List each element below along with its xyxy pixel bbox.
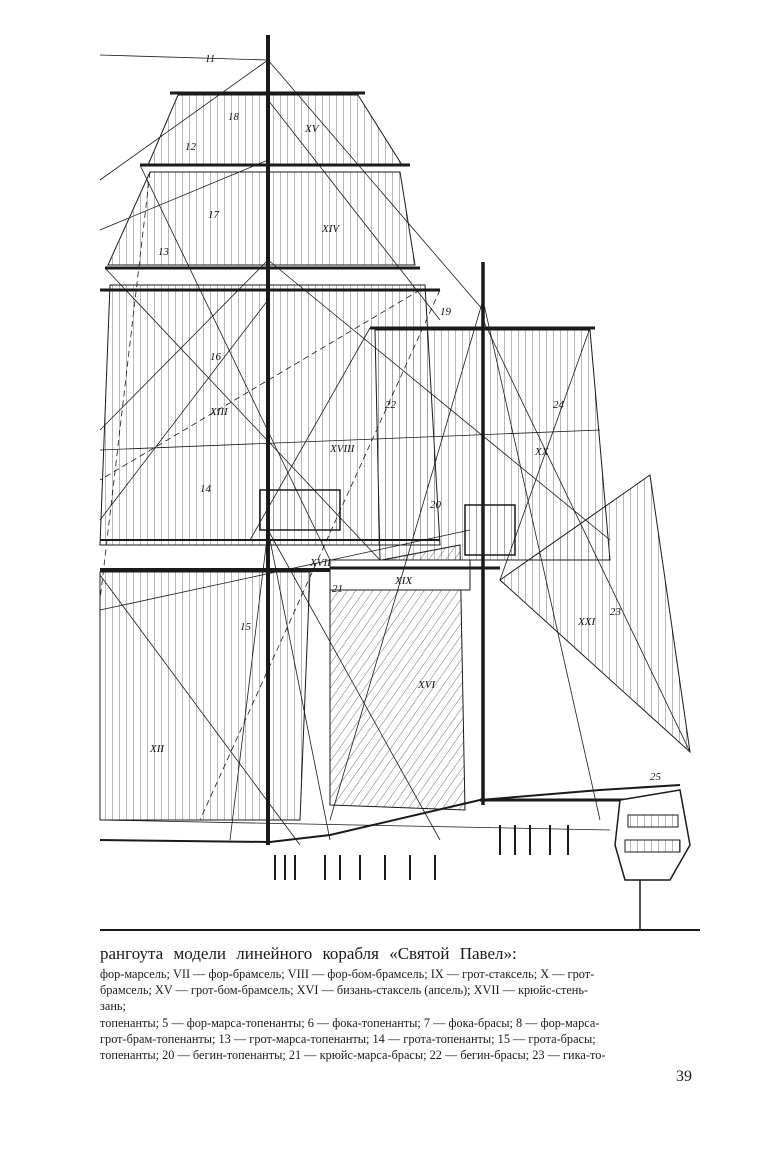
sail-XVI bbox=[329, 544, 466, 811]
sail-XV bbox=[147, 94, 403, 166]
page-number: 39 bbox=[676, 1068, 692, 1085]
label-22: 22 bbox=[385, 399, 397, 411]
label-XII: XII bbox=[149, 743, 165, 755]
label-XVII: XVII bbox=[309, 557, 332, 569]
label-XIX: XIX bbox=[394, 575, 413, 587]
sail-XIV bbox=[107, 171, 416, 266]
figure-legend: фор-марсель; VII — фор-брамсель; VIII — … bbox=[100, 966, 700, 1063]
label-XVI: XVI bbox=[417, 679, 436, 691]
label-20: 20 bbox=[430, 499, 442, 511]
label-15: 15 bbox=[240, 621, 252, 633]
label-13: 13 bbox=[158, 246, 170, 258]
label-XX: XX bbox=[534, 446, 550, 458]
figure-caption-title: рангоута модели линейного корабля «Свято… bbox=[100, 944, 517, 963]
label-19: 19 bbox=[440, 306, 452, 318]
label-23: 23 bbox=[610, 606, 622, 618]
label-18: 18 bbox=[228, 111, 240, 123]
label-XVIII: XVIII bbox=[329, 443, 356, 455]
legend-line: брамсель; XV — грот-бом-брамсель; XVI — … bbox=[100, 983, 589, 998]
label-12: 12 bbox=[185, 141, 197, 153]
label-11: 11 bbox=[205, 53, 215, 65]
ship-rigging-drawing: 11 18 XV 12 17 XIV 13 19 16 XIII 22 24 X… bbox=[99, 35, 700, 931]
legend-line: топенанты; 5 — фор-марса-топенанты; 6 — … bbox=[100, 1015, 600, 1030]
legend-line: грот-брам-топенанты; 13 — грот-марса-топ… bbox=[100, 1031, 596, 1046]
label-XXI: XXI bbox=[577, 616, 596, 628]
legend-line: топенанты; 20 — бегин-топенанты; 21 — кр… bbox=[100, 1048, 606, 1063]
legend-line: зань; bbox=[100, 999, 126, 1014]
label-14: 14 bbox=[200, 483, 212, 495]
sail-XII bbox=[99, 571, 311, 821]
label-XIV: XIV bbox=[321, 223, 340, 235]
label-16: 16 bbox=[210, 351, 222, 363]
label-21: 21 bbox=[332, 583, 343, 595]
legend-line: фор-марсель; VII — фор-брамсель; VIII — … bbox=[100, 967, 595, 981]
label-XV: XV bbox=[304, 123, 320, 135]
label-24: 24 bbox=[553, 399, 565, 411]
label-25: 25 bbox=[650, 771, 662, 783]
sail-XXI bbox=[499, 474, 691, 754]
label-17: 17 bbox=[208, 209, 220, 221]
label-XIII: XIII bbox=[209, 406, 229, 418]
